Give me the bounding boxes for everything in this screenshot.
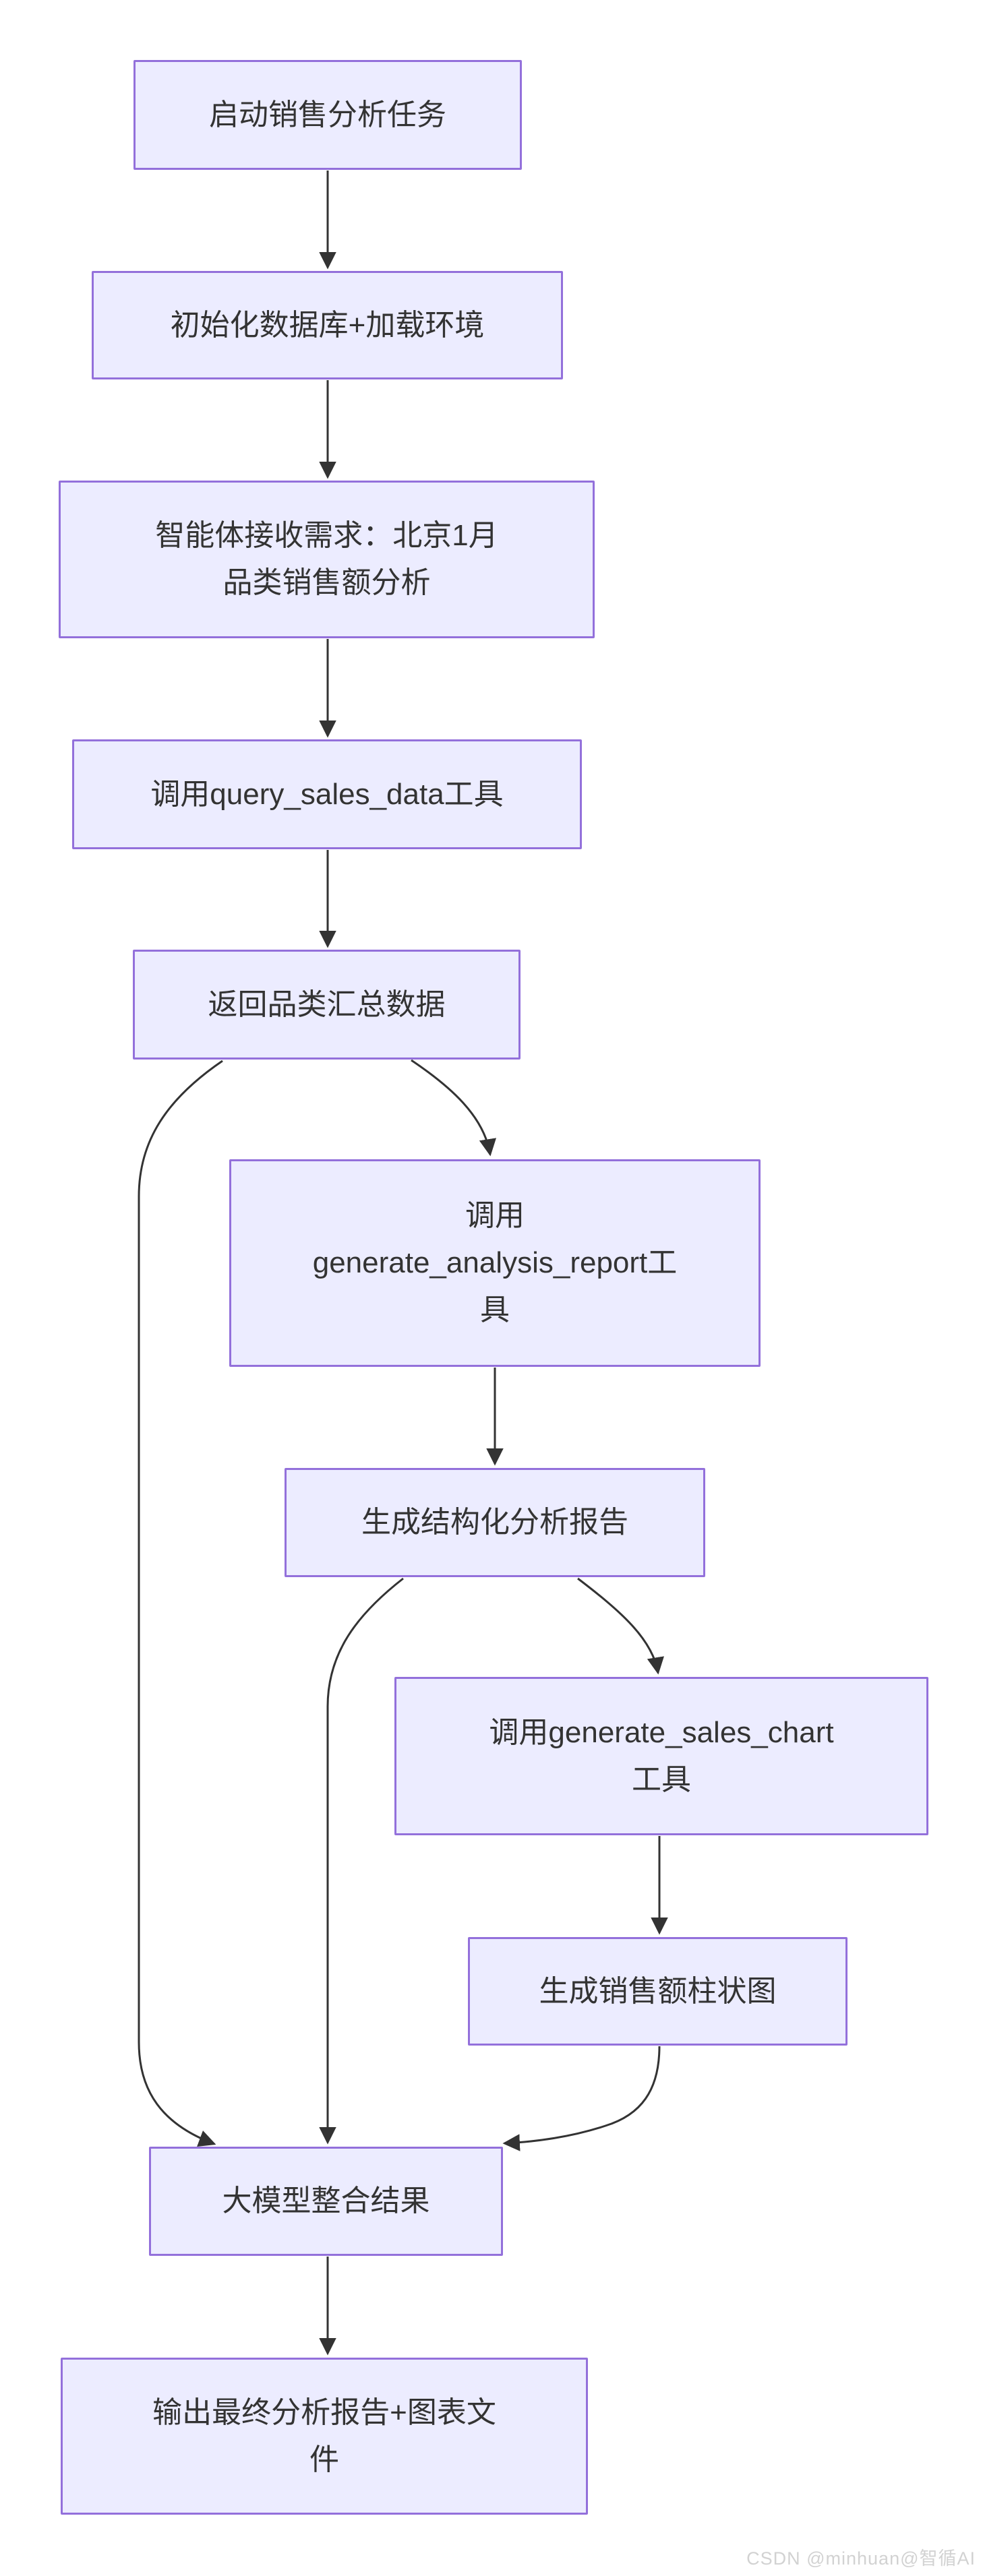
edge-data-merge — [138, 1060, 223, 2147]
edge-data-reporttool — [411, 1059, 496, 1157]
edge-report-merge — [319, 1577, 404, 2145]
node-report-tool-label: 调用 generate_analysis_report工 具 — [312, 1199, 678, 1326]
node-init-label: 初始化数据库+加载环境 — [170, 308, 485, 342]
node-chart-tool-label: 调用generate_sales_chart 工具 — [489, 1715, 834, 1796]
node-start: 启动销售分析任务 — [133, 60, 522, 170]
node-request-label: 智能体接收需求：北京1月 品类销售额分析 — [155, 519, 498, 599]
node-output: 输出最终分析报告+图表文 件 — [61, 2358, 588, 2515]
node-report-tool: 调用 generate_analysis_report工 具 — [229, 1159, 761, 1367]
node-request: 智能体接收需求：北京1月 品类销售额分析 — [59, 481, 595, 638]
node-merge: 大模型整合结果 — [149, 2147, 503, 2256]
node-query-tool-label: 调用query_sales_data工具 — [150, 777, 504, 811]
node-output-label: 输出最终分析报告+图表文 件 — [152, 2395, 496, 2476]
node-data-label: 返回品类汇总数据 — [208, 987, 446, 1021]
node-report-label: 生成结构化分析报告 — [361, 1506, 628, 1539]
node-chart-tool: 调用generate_sales_chart 工具 — [394, 1677, 928, 1835]
node-data: 返回品类汇总数据 — [133, 950, 521, 1060]
node-init: 初始化数据库+加载环境 — [92, 271, 563, 379]
edge-chart-merge — [502, 2046, 661, 2151]
edge-report-charttool — [577, 1577, 664, 1675]
node-chart-label: 生成销售额柱状图 — [539, 1974, 777, 2008]
node-query-tool: 调用query_sales_data工具 — [72, 739, 582, 849]
node-chart: 生成销售额柱状图 — [468, 1937, 848, 2046]
node-start-label: 启动销售分析任务 — [209, 98, 446, 131]
node-merge-label: 大模型整合结果 — [222, 2184, 430, 2217]
csdn-watermark: CSDN @minhuan@智循AI — [746, 2548, 976, 2569]
node-report: 生成结构化分析报告 — [285, 1468, 705, 1577]
